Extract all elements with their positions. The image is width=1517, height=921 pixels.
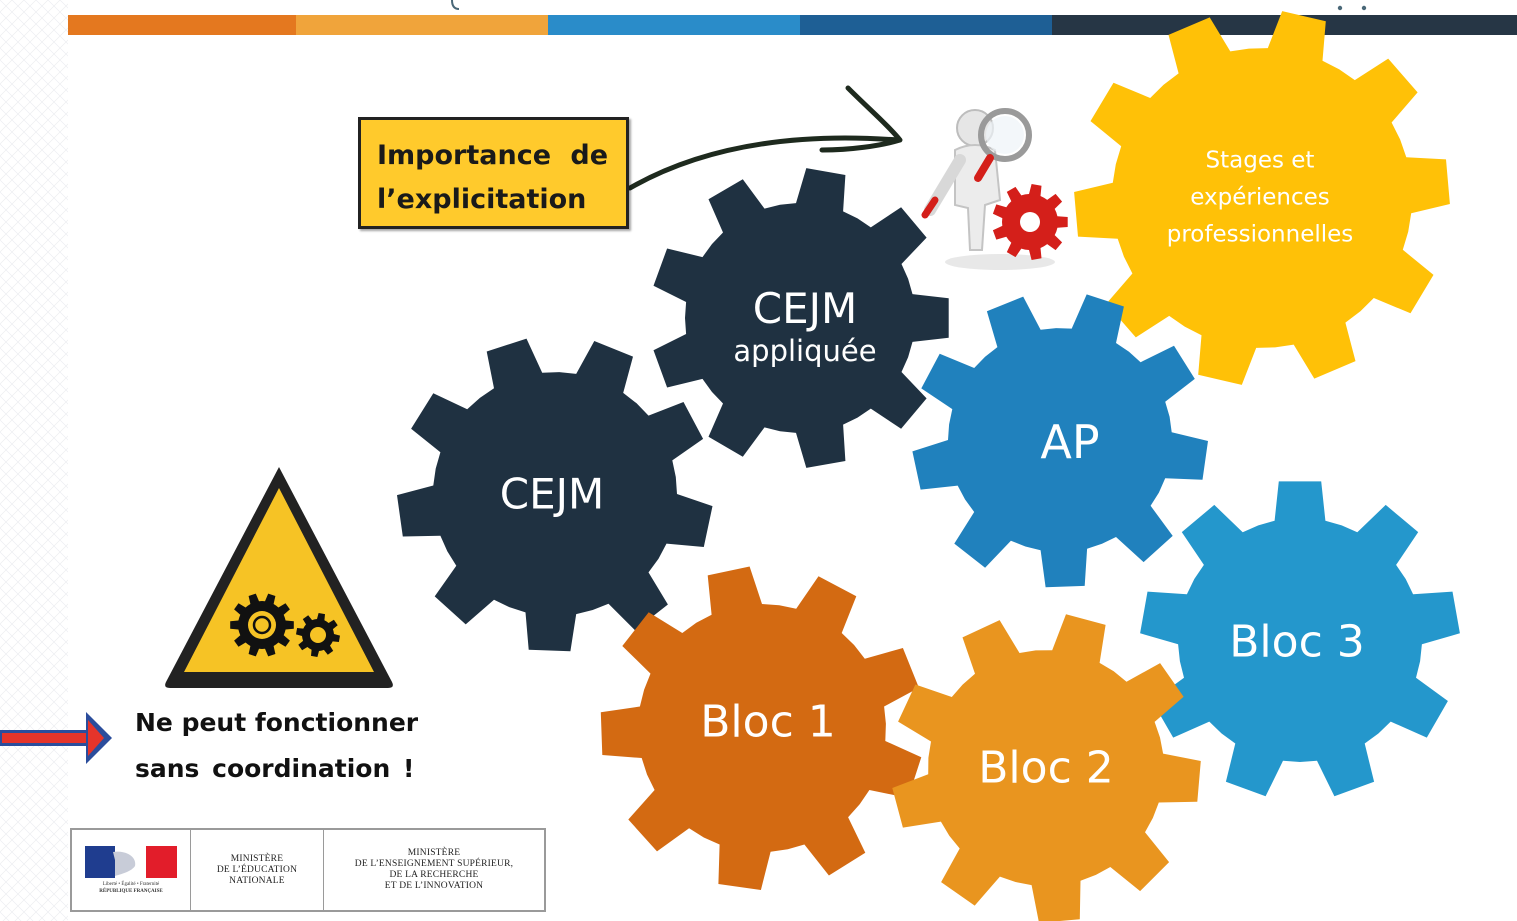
gear-cejm [397,338,713,652]
bar-segment-orange [68,15,296,35]
gear-bloc2 [892,614,1201,921]
warning-line1: Ne peut fonctionner [135,708,419,737]
ministry-logos: Liberté • Égalité • Fraternité RÉPUBLIQU… [70,828,546,912]
ministry-education-cell: MINISTÈRE DE L’ÉDUCATION NATIONALE [191,830,324,910]
republique-francaise-logo: Liberté • Égalité • Fraternité RÉPUBLIQU… [72,830,191,910]
warning-gears-icon [165,467,393,688]
top-right-dot-2 [1361,5,1367,11]
red-arrow-icon [0,712,112,764]
marianne-flag-icon [85,845,177,878]
gear-ap-label: AP [1040,415,1100,469]
callout-box: Importance de l’explicitation [358,117,629,229]
warning-text: Ne peut fonctionner sans coordination ! [135,700,465,792]
gear-bloc1-label: Bloc 1 [700,696,836,748]
republique-caption: RÉPUBLIQUE FRANÇAISE [99,888,163,894]
bar-segment-dark-blue [800,15,1052,35]
title-fragment [451,0,460,10]
left-pattern-strip [0,0,68,921]
gear-cejm-appliquee [653,168,949,468]
warning-line2: sans coordination ! [135,754,415,783]
gear-bloc1 [600,566,922,890]
gear-stages-line1: Stages et [1205,147,1315,174]
gear-bloc3 [1140,481,1460,797]
top-right-dot-1 [1337,5,1343,11]
gear-cejm-appliquee-title: CEJM [752,284,858,333]
bar-segment-blue [548,15,800,35]
callout-text: Importance de l’explicitation [377,134,627,222]
republique-motto: Liberté • Égalité • Fraternité [102,881,160,887]
gear-stages-line2: expériences [1190,184,1330,211]
gear-cejm-label: CEJM [499,469,605,519]
gear-stages-line3: professionnelles [1166,221,1354,248]
gear-bloc3-label: Bloc 3 [1229,616,1365,668]
callout-arrow [627,85,903,191]
gear-cejm-appliquee-label: CEJM appliquée [733,284,876,368]
bar-segment-light-orange [296,15,548,35]
ministry-higher-education-cell: MINISTÈRE DE L’ENSEIGNEMENT SUPÉRIEUR, D… [324,830,544,910]
gear-stages-label: Stages et expériences professionnelles [1167,143,1354,254]
callout-line1: Importance de [377,140,609,171]
gear-cejm-appliquee-subtitle: appliquée [733,334,877,368]
ministry-education-text: MINISTÈRE DE L’ÉDUCATION NATIONALE [216,853,298,886]
gear-stages [1074,11,1450,385]
gear-ap [912,294,1208,588]
magnifier-figure-icon [921,108,1068,270]
gear-bloc2-label: Bloc 2 [978,742,1114,794]
callout-line2: l’explicitation [377,184,587,215]
ministry-higher-education-text: MINISTÈRE DE L’ENSEIGNEMENT SUPÉRIEUR, D… [354,848,514,891]
